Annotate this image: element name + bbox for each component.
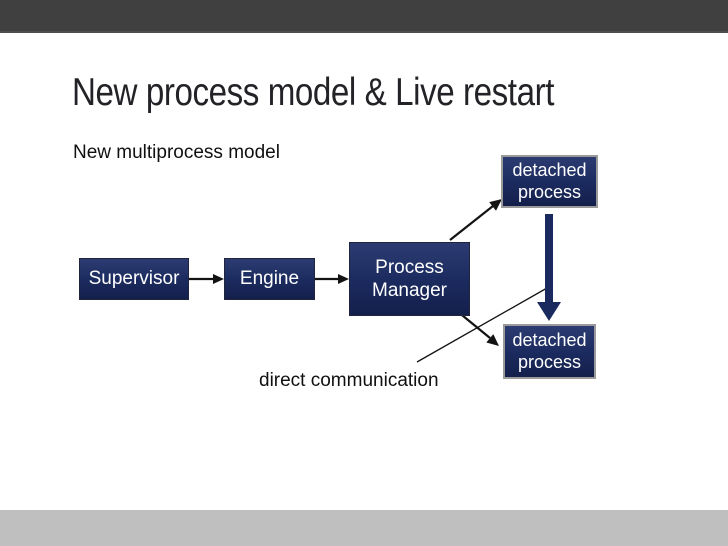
- node-detached-process-bottom: detached process: [503, 324, 596, 379]
- node-detached-process-top: detached process: [501, 155, 598, 208]
- node-process-manager-label: Process Manager: [372, 256, 447, 301]
- bottom-bar: [0, 510, 728, 546]
- slide-subtitle: New multiprocess model: [73, 142, 280, 163]
- arrow-process-manager-to-detached-top: [449, 199, 502, 241]
- pointer-line-direct-communication: [416, 287, 548, 363]
- direct-communication-label: direct communication: [259, 370, 439, 391]
- node-engine: Engine: [224, 258, 315, 300]
- arrow-process-manager-to-detached-bottom: [456, 310, 499, 346]
- node-supervisor-label: Supervisor: [88, 268, 180, 290]
- node-detached-process-top-label: detached process: [512, 159, 587, 202]
- arrow-engine-to-process-manager: [315, 274, 349, 284]
- thick-restart-arrow: [537, 214, 561, 321]
- node-supervisor: Supervisor: [79, 258, 189, 300]
- node-detached-process-bottom-label: detached process: [512, 329, 587, 372]
- node-process-manager: Process Manager: [349, 242, 470, 316]
- arrow-supervisor-to-engine: [189, 274, 224, 284]
- slide-title: New process model & Live restart: [72, 71, 555, 114]
- node-engine-label: Engine: [239, 268, 300, 290]
- top-bar: [0, 0, 728, 33]
